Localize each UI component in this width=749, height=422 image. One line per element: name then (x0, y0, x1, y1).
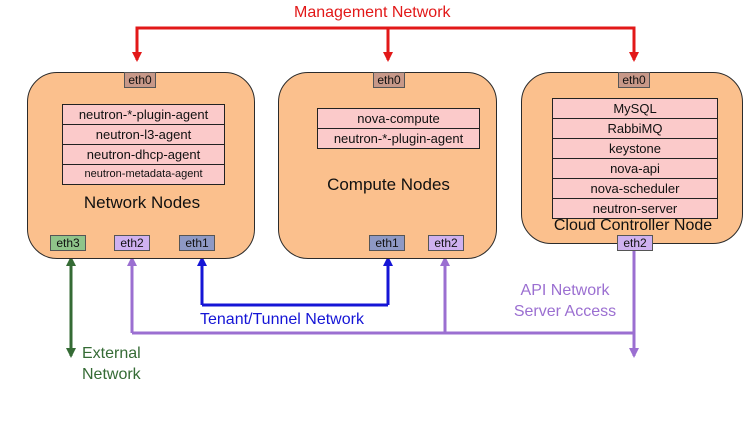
service-neutron-l3-agent: neutron-l3-agent (63, 125, 224, 145)
service-rabbimq: RabbiMQ (553, 119, 717, 139)
service-neutron-dhcp-agent: neutron-dhcp-agent (63, 145, 224, 165)
cloud-controller-node-title: Cloud Controller Node (553, 217, 713, 234)
network-nodes-box: eth0 neutron-*-plugin-agent neutron-l3-a… (27, 72, 255, 259)
compute-node-eth0: eth0 (373, 72, 405, 88)
service-keystone: keystone (553, 139, 717, 159)
network-node-eth1: eth1 (179, 235, 215, 251)
api-network-label: API Network Server Access (490, 280, 640, 322)
external-network-label-line2: Network (82, 366, 141, 383)
external-network-label: External Network (82, 343, 141, 385)
service-mysql: MySQL (553, 99, 717, 119)
api-network-lines (127, 250, 639, 358)
service-nova-compute: nova-compute (318, 109, 479, 129)
service-neutron-metadata-agent: neutron-metadata-agent (63, 165, 224, 184)
compute-node-eth2: eth2 (428, 235, 464, 251)
service-neutron-plugin-agent: neutron-*-plugin-agent (318, 129, 479, 148)
network-node-eth2: eth2 (114, 235, 150, 251)
controller-node-eth2: eth2 (617, 235, 653, 251)
cloud-controller-node-box: eth0 MySQL RabbiMQ keystone nova-api nov… (521, 72, 743, 251)
network-node-services: neutron-*-plugin-agent neutron-l3-agent … (62, 104, 225, 185)
compute-nodes-title: Compute Nodes (327, 175, 450, 194)
service-neutron-plugin-agent: neutron-*-plugin-agent (63, 105, 224, 125)
tenant-network-label: Tenant/Tunnel Network (200, 311, 364, 328)
management-network-label: Management Network (294, 4, 451, 21)
compute-nodes-box: eth0 nova-compute neutron-*-plugin-agent… (278, 72, 497, 259)
service-neutron-server: neutron-server (553, 199, 717, 218)
controller-node-services: MySQL RabbiMQ keystone nova-api nova-sch… (552, 98, 718, 219)
service-nova-scheduler: nova-scheduler (553, 179, 717, 199)
tenant-network-lines (197, 256, 393, 307)
management-network-lines (132, 26, 639, 62)
service-nova-api: nova-api (553, 159, 717, 179)
external-network-label-line1: External (82, 345, 141, 362)
network-node-eth3: eth3 (50, 235, 86, 251)
api-network-label-line2: Server Access (513, 303, 617, 320)
compute-node-services: nova-compute neutron-*-plugin-agent (317, 108, 480, 149)
network-node-eth0: eth0 (124, 72, 156, 88)
network-nodes-title: Network Nodes (83, 193, 201, 212)
controller-node-eth0: eth0 (618, 72, 650, 88)
compute-node-eth1: eth1 (369, 235, 405, 251)
api-network-label-line1: API Network (520, 282, 610, 299)
